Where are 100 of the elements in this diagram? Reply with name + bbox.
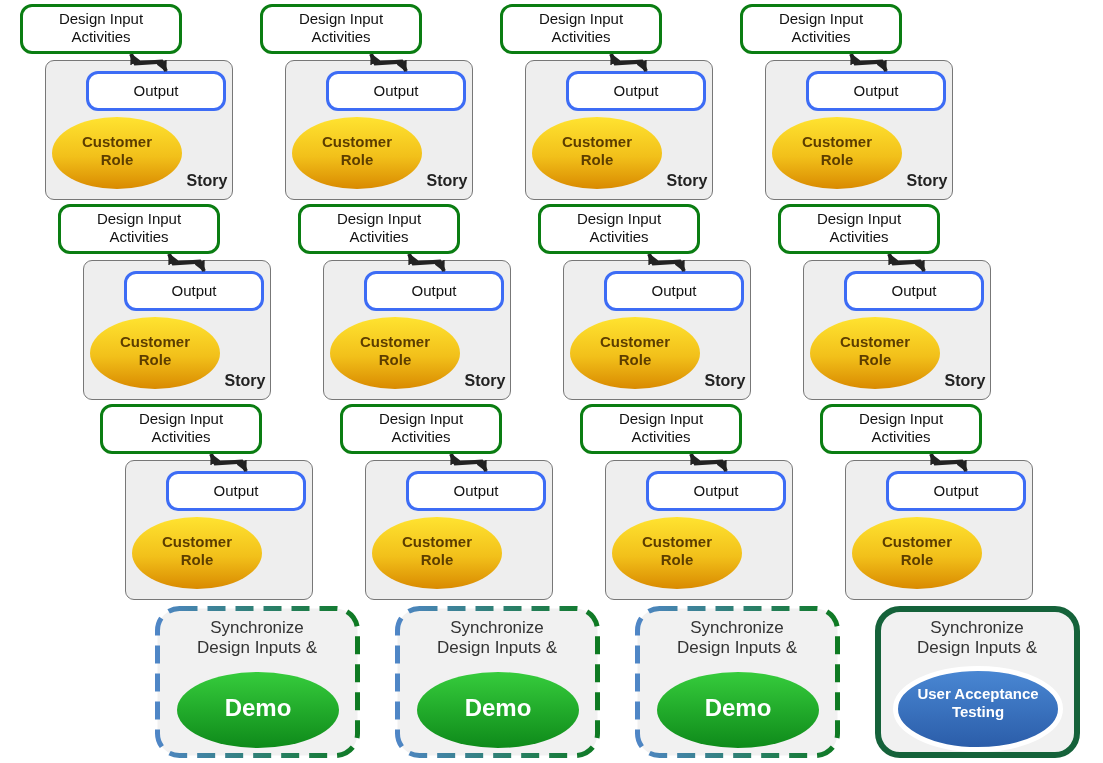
output-box <box>364 271 504 311</box>
output-label: Output <box>890 282 938 300</box>
activity-box <box>20 4 182 54</box>
output-box <box>166 471 306 511</box>
output-label: Output <box>692 482 740 500</box>
activity-box <box>500 4 662 54</box>
story-card <box>563 260 751 400</box>
story-card <box>365 460 553 600</box>
output-box <box>86 71 226 111</box>
role-label: Customer Role <box>321 133 393 169</box>
output-box <box>844 271 984 311</box>
story-label: Story <box>463 371 507 391</box>
role-ellipse <box>372 517 502 589</box>
activity-label: Design Input Activities <box>57 10 145 46</box>
sync-box <box>875 606 1080 758</box>
activity-label: Design Input Activities <box>537 10 625 46</box>
role-ellipse <box>330 317 460 389</box>
lightning-connector <box>449 453 488 472</box>
activity-label: Design Input Activities <box>857 410 945 446</box>
role-ellipse <box>612 517 742 589</box>
sync-label: Synchronize Design Inputs & <box>196 618 318 659</box>
story-label: Story <box>665 171 709 191</box>
activity-label: Design Input Activities <box>95 210 183 246</box>
output-label: Output <box>212 482 260 500</box>
story-card <box>45 60 233 200</box>
output-box <box>604 271 744 311</box>
activity-label: Design Input Activities <box>297 10 385 46</box>
role-ellipse <box>52 117 182 189</box>
role-ellipse <box>90 317 220 389</box>
role-label: Customer Role <box>881 533 953 569</box>
uat-label: User Acceptance Testing <box>916 685 1040 721</box>
activity-label: Design Input Activities <box>815 210 903 246</box>
activity-label: Design Input Activities <box>575 210 663 246</box>
output-box <box>406 471 546 511</box>
demo-ellipse <box>657 672 819 748</box>
output-label: Output <box>612 82 660 100</box>
demo-ellipse <box>177 672 339 748</box>
role-ellipse <box>810 317 940 389</box>
story-card <box>525 60 713 200</box>
role-label: Customer Role <box>599 333 671 369</box>
role-label: Customer Role <box>801 133 873 169</box>
story-label: Story <box>425 171 469 191</box>
role-ellipse <box>570 317 700 389</box>
story-label: Story <box>185 171 229 191</box>
story-card <box>803 260 991 400</box>
output-label: Output <box>410 282 458 300</box>
lightning-connector <box>369 53 408 72</box>
story-card <box>125 460 313 600</box>
role-label: Customer Role <box>81 133 153 169</box>
activity-box <box>778 204 940 254</box>
output-box <box>124 271 264 311</box>
output-box <box>646 471 786 511</box>
role-label: Customer Role <box>641 533 713 569</box>
story-card <box>845 460 1033 600</box>
sync-label: Synchronize Design Inputs & <box>916 618 1038 659</box>
lightning-connector <box>167 253 206 272</box>
role-label: Customer Role <box>839 333 911 369</box>
activity-label: Design Input Activities <box>335 210 423 246</box>
lightning-connector <box>129 53 168 72</box>
role-label: Customer Role <box>359 333 431 369</box>
story-card <box>83 260 271 400</box>
output-box <box>326 71 466 111</box>
output-label: Output <box>452 482 500 500</box>
uat-ellipse <box>893 666 1063 752</box>
story-card <box>605 460 793 600</box>
story-label: Story <box>703 371 747 391</box>
sync-box <box>155 606 360 758</box>
activity-box <box>100 404 262 454</box>
activity-label: Design Input Activities <box>377 410 465 446</box>
role-ellipse <box>532 117 662 189</box>
activity-label: Design Input Activities <box>617 410 705 446</box>
demo-label: Demo <box>223 694 293 723</box>
story-label: Story <box>943 371 987 391</box>
activity-label: Design Input Activities <box>777 10 865 46</box>
output-box <box>806 71 946 111</box>
activity-box <box>580 404 742 454</box>
output-label: Output <box>650 282 698 300</box>
role-ellipse <box>772 117 902 189</box>
lightning-connector <box>407 253 446 272</box>
output-label: Output <box>170 282 218 300</box>
lightning-connector <box>887 253 926 272</box>
activity-box <box>58 204 220 254</box>
story-card <box>765 60 953 200</box>
demo-ellipse <box>417 672 579 748</box>
output-box <box>566 71 706 111</box>
output-label: Output <box>932 482 980 500</box>
activity-box <box>538 204 700 254</box>
lightning-connector <box>929 453 968 472</box>
output-label: Output <box>132 82 180 100</box>
lightning-connector <box>647 253 686 272</box>
sync-label: Synchronize Design Inputs & <box>676 618 798 659</box>
lightning-connector <box>689 453 728 472</box>
lightning-connector <box>609 53 648 72</box>
lightning-connector <box>849 53 888 72</box>
demo-label: Demo <box>463 694 533 723</box>
activity-box <box>260 4 422 54</box>
lightning-connector <box>209 453 248 472</box>
activity-box <box>298 204 460 254</box>
role-label: Customer Role <box>161 533 233 569</box>
output-label: Output <box>372 82 420 100</box>
